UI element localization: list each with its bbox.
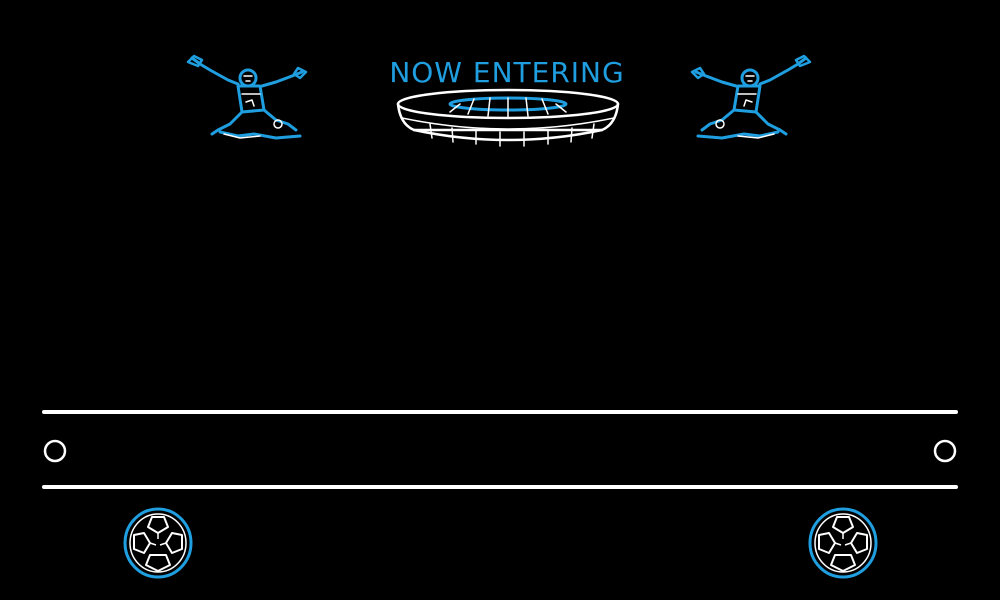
mounting-hole-icon (43, 439, 67, 463)
soccer-ball-icon (808, 507, 878, 579)
mounting-hole-icon (933, 439, 957, 463)
stadium-icon (396, 88, 620, 147)
top-rail-line (42, 410, 958, 414)
celebrating-player-icon (186, 54, 308, 140)
bottom-rail-line (42, 485, 958, 489)
soccer-ball-icon (123, 507, 193, 579)
celebrating-player-icon (690, 54, 812, 140)
headline-text: NOW ENTERING (389, 56, 625, 89)
